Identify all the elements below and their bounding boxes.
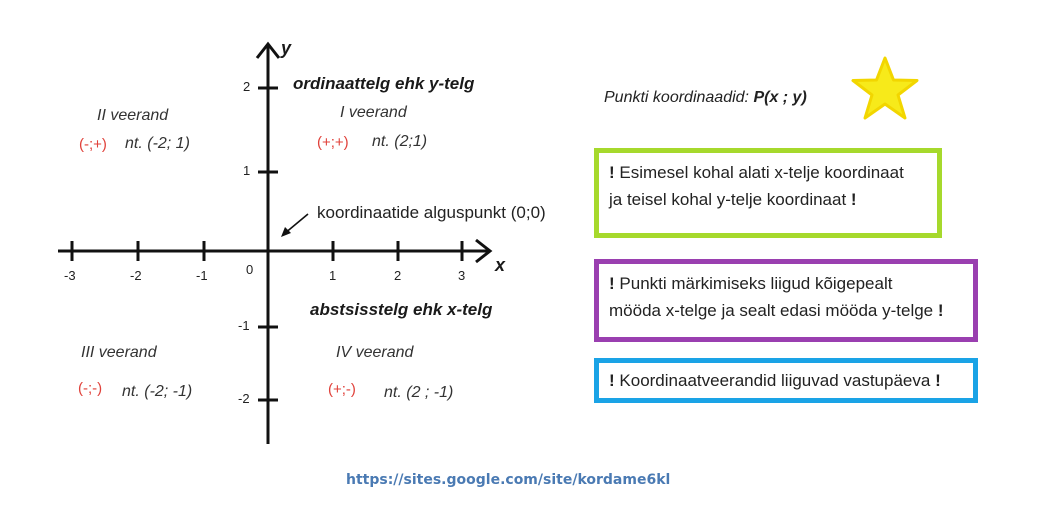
- x-tick-label: -3: [64, 268, 76, 283]
- x-axis-arrowhead: [475, 238, 493, 264]
- note-text: Punkti märkimiseks liigud kõigepealt: [614, 274, 893, 293]
- coordinate-title: Punkti koordinaadid: P(x ; y): [604, 89, 807, 107]
- exclamation-mark: !: [609, 371, 615, 390]
- quadrant-2-name: II veerand: [97, 107, 169, 124]
- note-text: ja teisel kohal y-telje koordinaat: [609, 190, 851, 209]
- note-text: mööda x-telge ja sealt edasi mööda y-tel…: [609, 301, 938, 320]
- exclamation-mark: !: [609, 274, 615, 293]
- x-ticks: [70, 241, 464, 261]
- x-axis-title: abstsisstelg ehk x-telg: [310, 300, 493, 319]
- note-box-quadrant-direction: ! Koordinaatveerandid liiguvad vastupäev…: [594, 358, 978, 403]
- y-tick-label: 2: [243, 79, 251, 94]
- source-link[interactable]: https://sites.google.com/site/kordame6kl: [346, 472, 671, 488]
- note-line: ! Punkti märkimiseks liigud kõigepealt: [609, 270, 965, 297]
- quadrant-3-example: nt. (-2; -1): [122, 383, 193, 400]
- note-box-plotting-order: ! Punkti märkimiseks liigud kõigepealt m…: [594, 259, 978, 342]
- y-axis-letter: y: [281, 38, 292, 58]
- y-tick-label: -2: [238, 391, 250, 406]
- y-ticks: [258, 86, 278, 402]
- x-tick-label: -2: [130, 268, 142, 283]
- quadrant-4-name: IV veerand: [336, 344, 414, 361]
- star-icon: [851, 56, 919, 120]
- quadrant-4-example: nt. (2 ; -1): [384, 384, 454, 401]
- y-axis-title: ordinaattelg ehk y-telg: [293, 74, 475, 93]
- origin-pointer-arrowhead: [281, 227, 291, 237]
- x-tick-label: 2: [394, 268, 402, 283]
- quadrant-1-sign: (+;+): [317, 134, 349, 151]
- x-tick-label: 0: [246, 262, 254, 277]
- x-axis-letter: x: [495, 255, 506, 275]
- exclamation-mark: !: [935, 371, 941, 390]
- exclamation-mark: !: [850, 190, 857, 209]
- x-tick-label: 3: [458, 268, 466, 283]
- note-line: ja teisel kohal y-telje koordinaat !: [609, 186, 929, 213]
- quadrant-4-sign: (+;-): [328, 381, 356, 398]
- quadrant-3-sign: (-;-): [78, 380, 103, 397]
- quadrant-2-sign: (-;+): [79, 136, 107, 153]
- y-tick-label: -1: [238, 318, 250, 333]
- note-text: Esimesel kohal alati x-telje koordinaat: [614, 163, 904, 182]
- y-axis-arrowhead: [255, 41, 281, 59]
- x-tick-label: -1: [196, 268, 208, 283]
- note-text: Koordinaatveerandid liiguvad vastupäeva: [614, 371, 936, 390]
- origin-note: koordinaatide alguspunkt (0;0): [317, 203, 546, 222]
- quadrant-2-example: nt. (-2; 1): [125, 135, 190, 152]
- y-tick-label: 1: [243, 163, 251, 178]
- quadrant-1-example: nt. (2;1): [372, 133, 428, 150]
- quadrant-1-name: I veerand: [340, 104, 407, 121]
- note-line: mööda x-telge ja sealt edasi mööda y-tel…: [609, 297, 965, 324]
- exclamation-mark: !: [609, 163, 615, 182]
- exclamation-mark: !: [937, 301, 944, 320]
- coordinate-title-prefix: Punkti koordinaadid:: [604, 89, 754, 106]
- x-tick-label: 1: [329, 268, 337, 283]
- quadrant-3-name: III veerand: [81, 344, 157, 361]
- note-box-coordinate-order: ! Esimesel kohal alati x-telje koordinaa…: [594, 148, 942, 238]
- note-line: ! Koordinaatveerandid liiguvad vastupäev…: [609, 367, 965, 394]
- note-line: ! Esimesel kohal alati x-telje koordinaa…: [609, 159, 929, 186]
- coordinate-formula: P(x ; y): [753, 89, 807, 106]
